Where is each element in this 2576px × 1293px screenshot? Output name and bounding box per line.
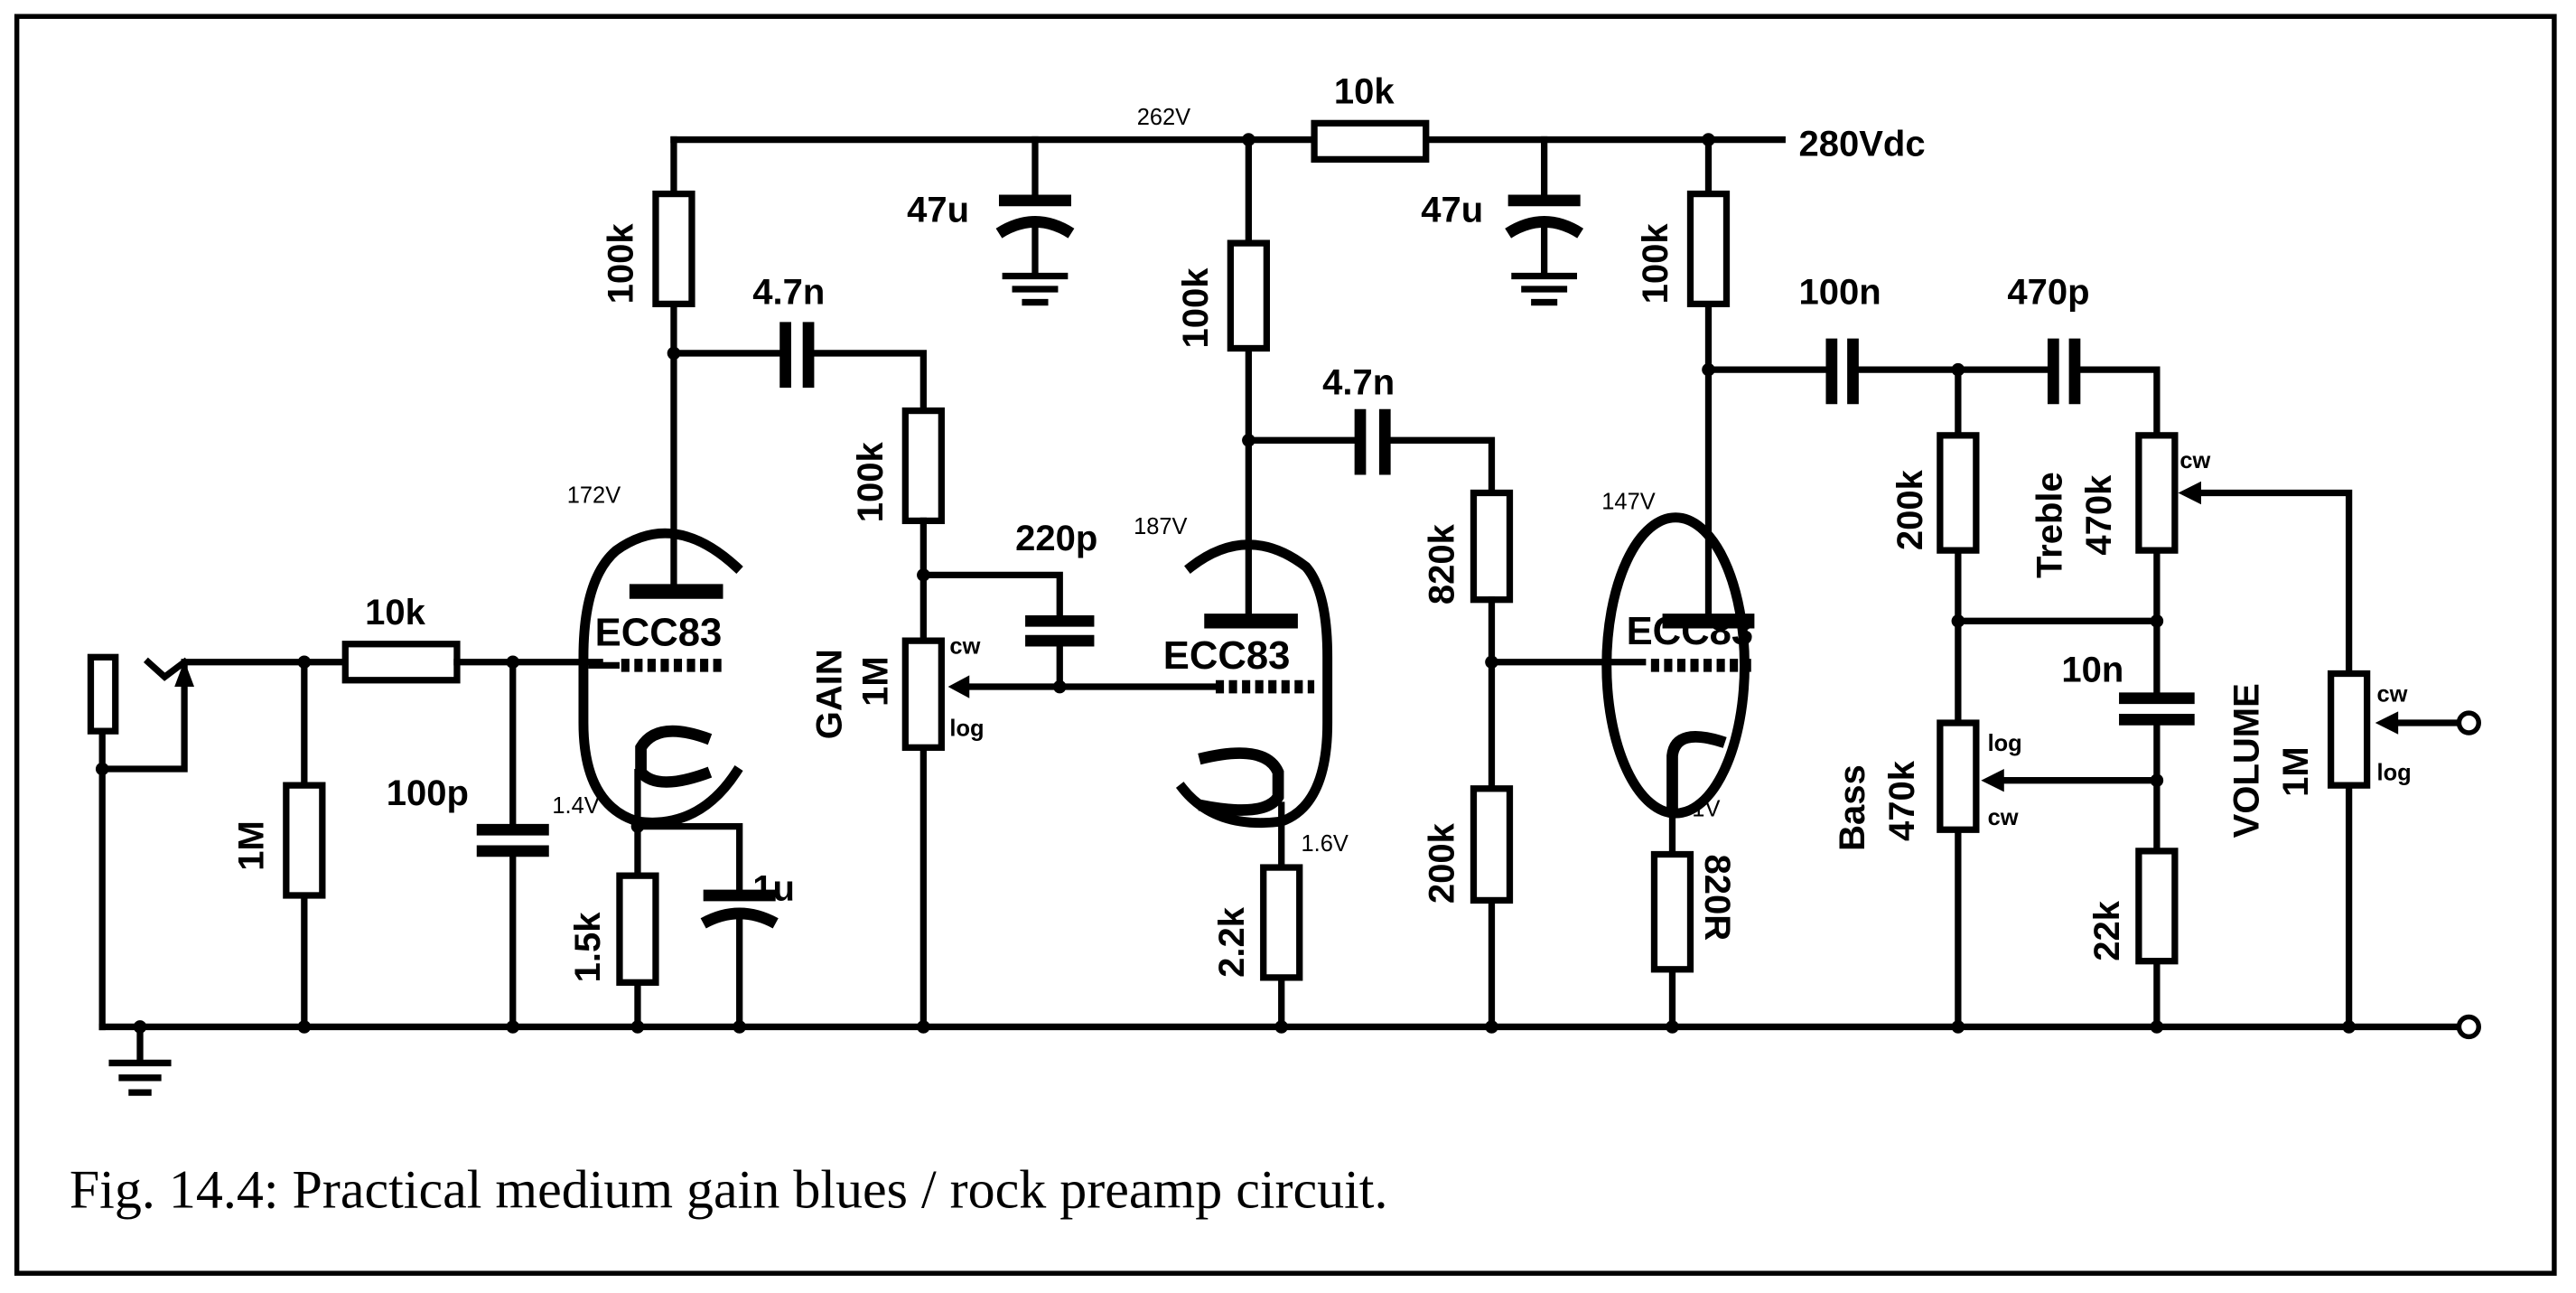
plate-voltage-2: 187V bbox=[1134, 514, 1187, 539]
gain-pot-name: GAIN bbox=[809, 649, 849, 739]
treble-cap-label: 470p bbox=[2007, 272, 2089, 312]
supply-cap-1-label: 47u bbox=[907, 190, 969, 230]
gain-wiper-arrow-icon bbox=[947, 675, 970, 698]
tube-2-label: ECC83 bbox=[1163, 634, 1291, 678]
treble-pot[interactable] bbox=[2135, 432, 2179, 554]
volume-taper: log bbox=[2377, 761, 2412, 786]
cathode-resistor-2 bbox=[1260, 864, 1303, 981]
divider-top-label: 820k bbox=[1423, 523, 1462, 604]
input-resistor bbox=[283, 782, 326, 899]
bass-pot[interactable] bbox=[1937, 719, 1980, 833]
plate-voltage-3: 147V bbox=[1601, 490, 1655, 515]
volume-pot[interactable] bbox=[2327, 670, 2371, 789]
output-terminal[interactable] bbox=[2456, 1014, 2481, 1040]
dropper-label: 10k bbox=[1334, 72, 1395, 112]
bright-cap-label: 220p bbox=[1015, 519, 1097, 558]
treble-cw: cw bbox=[2179, 448, 2210, 473]
figure-caption: Fig. 14.4: Practical medium gain blues /… bbox=[70, 1159, 1388, 1219]
slope-resistor-label: 200k bbox=[1890, 469, 1930, 550]
mid-resistor-label: 22k bbox=[2087, 900, 2127, 960]
divider-bottom-resistor bbox=[1470, 785, 1514, 904]
tube-3-label: ECC83 bbox=[1627, 610, 1754, 653]
plate-resistor-2 bbox=[1227, 239, 1270, 352]
bypass-cap-1 bbox=[700, 889, 779, 929]
supply-cap-2 bbox=[1505, 136, 1584, 306]
treble-wiper-arrow-icon bbox=[2178, 481, 2201, 505]
treble-pot-name: Treble bbox=[2030, 472, 2069, 578]
bass-taper: log bbox=[1988, 731, 2022, 756]
input-cap bbox=[476, 823, 549, 857]
plate-resistor-1-label: 100k bbox=[601, 223, 640, 305]
cathode-resistor-3 bbox=[1650, 850, 1694, 973]
tonestack-coupling-cap bbox=[1825, 338, 1859, 405]
grid-stopper-label: 10k bbox=[365, 593, 425, 632]
cathode-voltage-1: 1.4V bbox=[552, 793, 599, 819]
input-jack[interactable] bbox=[87, 653, 349, 1031]
tube-1: ECC83 bbox=[578, 528, 743, 828]
plate-resistor-1 bbox=[652, 190, 695, 308]
bass-pot-name: Bass bbox=[1833, 764, 1872, 851]
divider-top-resistor bbox=[1470, 489, 1514, 604]
tube-1-label: ECC83 bbox=[595, 612, 723, 655]
grid-stopper-resistor bbox=[341, 641, 461, 684]
gain-pot-value: 1M bbox=[855, 656, 895, 707]
mid-resistor bbox=[2135, 848, 2179, 965]
bright-cap bbox=[1025, 614, 1095, 647]
plate-resistor-2-label: 100k bbox=[1176, 267, 1216, 349]
supply-cap-2-label: 47u bbox=[1421, 190, 1483, 230]
bass-cw: cw bbox=[1988, 805, 2019, 830]
treble-pot-value: 470k bbox=[2079, 474, 2119, 556]
coupling-cap-2-label: 4.7n bbox=[1322, 362, 1395, 402]
gain-series-resistor-label: 100k bbox=[851, 441, 891, 522]
input-resistor-label: 1M bbox=[231, 820, 271, 871]
mid-cap bbox=[2119, 692, 2195, 726]
tube-2: ECC83 bbox=[1163, 539, 1333, 829]
volume-pot-value: 1M bbox=[2276, 746, 2316, 797]
coupling-cap-1-label: 4.7n bbox=[752, 272, 825, 312]
treble-cap bbox=[2047, 338, 2081, 405]
divider-bottom-label: 200k bbox=[1423, 822, 1462, 904]
output-terminal-signal[interactable] bbox=[2456, 710, 2481, 736]
gain-series-resistor bbox=[901, 407, 945, 525]
figure-frame bbox=[14, 14, 2557, 1276]
plate-voltage-1: 172V bbox=[567, 483, 621, 508]
cathode-voltage-2: 1.6V bbox=[1302, 831, 1349, 857]
gain-pot[interactable] bbox=[901, 637, 945, 751]
volume-cw: cw bbox=[2377, 681, 2408, 707]
cathode-resistor-1 bbox=[616, 872, 659, 986]
tonestack-coupling-cap-label: 100n bbox=[1798, 272, 1881, 312]
cathode-resistor-3-label: 820R bbox=[1697, 855, 1737, 942]
supply-cap-1 bbox=[995, 136, 1075, 306]
slope-resistor bbox=[1937, 432, 1980, 554]
supply-label: 280Vdc bbox=[1798, 125, 1925, 164]
ground-icon bbox=[108, 1023, 172, 1096]
cathode-resistor-1-label: 1.5k bbox=[568, 912, 608, 983]
bypass-cap-1-label: 1u bbox=[752, 868, 795, 908]
plate-resistor-3 bbox=[1686, 190, 1731, 308]
dropper-resistor bbox=[1311, 119, 1430, 164]
bass-wiper-arrow-icon bbox=[1981, 768, 2004, 792]
mid-cap-label: 10n bbox=[2061, 651, 2123, 690]
coupling-cap-2 bbox=[1354, 408, 1391, 475]
input-cap-label: 100p bbox=[387, 773, 469, 813]
cathode-resistor-2-label: 2.2k bbox=[1212, 906, 1252, 978]
volume-wiper-arrow-icon bbox=[2375, 711, 2399, 735]
volume-pot-name: VOLUME bbox=[2227, 683, 2267, 838]
node-voltage: 262V bbox=[1137, 105, 1190, 130]
bass-pot-value: 470k bbox=[1882, 760, 1922, 841]
cathode-voltage-3: 1V bbox=[1692, 797, 1720, 822]
coupling-cap-1 bbox=[779, 322, 815, 389]
gain-cw: cw bbox=[949, 634, 980, 660]
gain-taper: log bbox=[949, 717, 984, 742]
plate-resistor-3-label: 100k bbox=[1636, 223, 1675, 305]
